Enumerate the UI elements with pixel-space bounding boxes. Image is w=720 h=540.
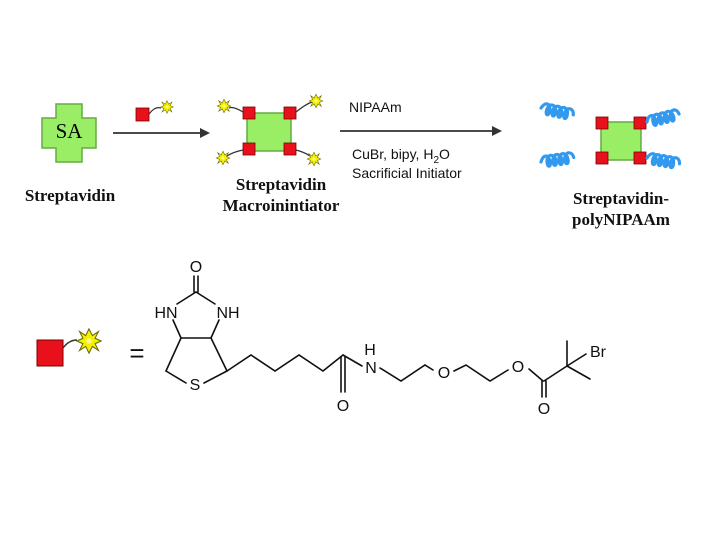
amide-n-label: N (365, 360, 377, 377)
chemical-structure (165, 275, 591, 398)
equals-sign: = (129, 338, 144, 368)
arrow-step-2 (340, 126, 502, 136)
product-label-line1: Streptavidin- (573, 189, 669, 208)
amide-h-label: H (364, 342, 376, 359)
macroinitiator-shape (215, 93, 324, 167)
conditions-catalyst-prefix: CuBr, bipy, H (352, 146, 433, 162)
atom-labels: O HN NH S H N O O O O Br (154, 259, 606, 418)
conditions-catalyst-suffix: O (439, 146, 450, 162)
streptavidin-label: Streptavidin (25, 186, 116, 205)
arrow-step-1 (113, 128, 210, 138)
sa-label: SA (56, 119, 84, 143)
initiator-icon-small (135, 100, 174, 122)
nh-right-label: NH (216, 305, 239, 322)
ester-carbonyl-oxygen-label: O (538, 401, 550, 418)
sulfur-label: S (190, 377, 201, 394)
conditions-catalyst: CuBr, bipy, H2O (352, 146, 450, 166)
hn-left-label: HN (154, 305, 177, 322)
ether-oxygen-label: O (438, 365, 450, 382)
ester-oxygen-label: O (512, 359, 524, 376)
urea-oxygen-label: O (190, 259, 202, 276)
initiator-icon-legend (36, 328, 102, 367)
conditions-catalyst-subscript: 2 (433, 155, 439, 166)
product-shape (538, 101, 683, 171)
amide-oxygen-label: O (337, 398, 349, 415)
product-label-line2: polyNIPAAm (572, 210, 670, 229)
macroinitiator-label-line2: Macroinintiator (223, 196, 340, 215)
conditions-extra: Sacrificial Initiator (352, 165, 462, 181)
conditions-reagent: NIPAAm (349, 99, 402, 115)
macroinitiator-label-line1: Streptavidin (236, 175, 327, 194)
bromine-label: Br (590, 344, 607, 361)
streptavidin-shape: SA (41, 103, 97, 163)
